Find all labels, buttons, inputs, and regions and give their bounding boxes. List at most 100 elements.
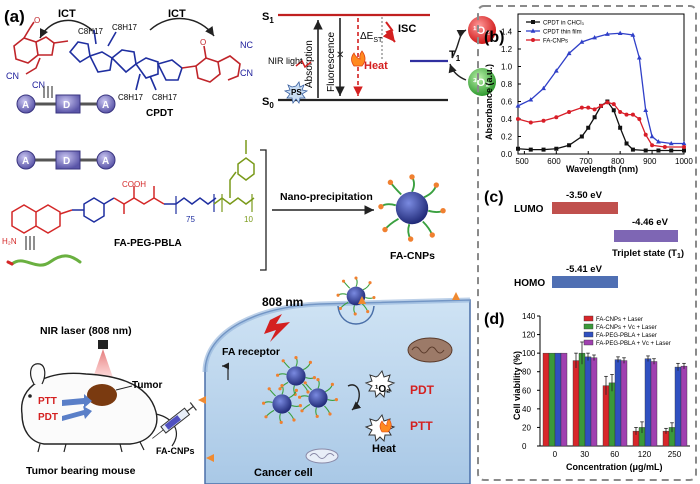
- cell-caption: Cancer cell: [254, 467, 313, 479]
- b-point: [624, 112, 629, 117]
- b-ytick-label: 0.6: [501, 98, 513, 107]
- b-point: [604, 31, 610, 36]
- b-point: [656, 148, 661, 153]
- b-point: [682, 145, 686, 149]
- panel-label-c: (c): [484, 189, 504, 206]
- b-point: [541, 85, 546, 91]
- cpdt-molecule: ICT ICT O CN CN C8H17 C8H17 C8H17 C8H17: [6, 8, 253, 119]
- b-point: [516, 146, 520, 151]
- svg-text:CN: CN: [240, 68, 253, 78]
- svg-text:O: O: [200, 38, 206, 47]
- b-point: [516, 117, 520, 121]
- laser-head-icon: [98, 340, 108, 349]
- mouse-pdt-label: PDT: [38, 412, 58, 423]
- d-bar: [674, 366, 682, 447]
- b-ytick-label: 1.4: [501, 28, 513, 37]
- b-ytick-label: 1.2: [501, 45, 513, 54]
- b-point: [567, 143, 572, 148]
- d-ytick-label: 60: [522, 386, 531, 395]
- b-series-line: [517, 101, 684, 148]
- d-category-label: 0: [553, 450, 558, 459]
- b-point: [643, 107, 649, 113]
- b-xtick-label: 900: [643, 157, 657, 166]
- d-ylabel: Cell viability (%): [512, 351, 522, 420]
- d-bar: [572, 360, 580, 447]
- bracket: [260, 149, 267, 271]
- b-point: [618, 110, 623, 114]
- product-label: FA-CNPs: [390, 250, 435, 262]
- b-xtick-label: 1000: [675, 157, 693, 166]
- polymer-name: FA-PEG-PBLA: [114, 238, 182, 249]
- b-point: [566, 50, 572, 56]
- chain-top-left: C8H17: [78, 27, 103, 36]
- pdt-arrow: [62, 406, 92, 421]
- d-ytick-label: 80: [522, 368, 531, 377]
- syringe-icon: [152, 402, 197, 439]
- d-ytick-label: 20: [522, 423, 531, 432]
- injection-label: FA-CNPs: [156, 446, 195, 456]
- b-point: [586, 125, 591, 130]
- d-bar: [560, 352, 568, 447]
- triplet-oxygen-ball: [468, 68, 496, 96]
- b-point: [586, 105, 591, 110]
- triplet-label: Triplet state (T1): [612, 248, 684, 260]
- b-point: [611, 108, 616, 113]
- b-point: [592, 107, 597, 112]
- b-point: [668, 140, 674, 146]
- homo-value: -5.41 eV: [566, 264, 603, 275]
- b-xtick-label: 800: [611, 157, 625, 166]
- receptor-label: FA receptor: [222, 346, 280, 358]
- b-point: [656, 139, 661, 144]
- ict-left-label: ICT: [58, 8, 76, 20]
- mitochondrion-icon: [407, 337, 453, 363]
- b-point: [682, 148, 686, 153]
- b-point: [617, 30, 623, 36]
- b-xtick-label: 500: [515, 157, 529, 166]
- b-ytick-label: 0.4: [501, 115, 513, 124]
- b-legend-label: CPDT thin film: [543, 30, 582, 36]
- b-ytick-label: 0.2: [501, 133, 513, 142]
- d-bar: [680, 365, 688, 447]
- laser-label: NIR laser (808 nm): [40, 325, 132, 337]
- svg-text:PS: PS: [291, 88, 302, 97]
- d-bar: [584, 356, 592, 447]
- b-point: [592, 115, 597, 120]
- d-category-label: 250: [668, 450, 682, 459]
- ps-star-icon: PS: [283, 81, 309, 104]
- d-xlabel: Concentration (μg/mL): [566, 462, 663, 472]
- mouse-body: [20, 372, 158, 445]
- triplet-bar: [614, 230, 678, 242]
- b-point: [528, 147, 533, 152]
- cell-ptt-label: PTT: [410, 419, 433, 433]
- tumor-mass: [87, 384, 117, 406]
- process-label: Nano-precipitation: [280, 191, 373, 203]
- ada-schematic-mid: A D A: [16, 150, 116, 170]
- cn-left: CN: [6, 71, 19, 81]
- b-point: [662, 145, 667, 149]
- d-bar: [608, 382, 616, 447]
- cell-singlet-o2: ¹O₂: [375, 384, 391, 395]
- d-bar: [650, 361, 658, 447]
- b-point: [624, 141, 629, 146]
- d-legend-label: FA-CNPs + Vc + Laser: [596, 325, 657, 331]
- t1-label: T1: [449, 49, 461, 63]
- d-legend-swatch: [583, 331, 594, 338]
- chain-bottom-left: C8H17: [118, 93, 143, 102]
- svg-text:A: A: [102, 100, 109, 111]
- triplet-value: -4.46 eV: [632, 217, 669, 228]
- b-xtick-label: 700: [579, 157, 593, 166]
- tumor-label: Tumor: [132, 380, 162, 391]
- h2n-label: H₂N: [2, 237, 17, 246]
- b-legend-label: FA-CNPs: [543, 39, 568, 45]
- panel-label-a: (a): [4, 7, 25, 26]
- b-point: [618, 125, 623, 130]
- d-bar: [644, 358, 652, 447]
- pbla-n: 10: [244, 215, 253, 224]
- d-category-label: 120: [638, 450, 652, 459]
- heat-label: Heat: [364, 60, 388, 72]
- dna-icon: [305, 448, 339, 464]
- polymer-squiggle-icon: [10, 254, 82, 267]
- b-ylabel: Absorbance (a.u.): [484, 64, 494, 140]
- lumo-bar: [552, 202, 618, 214]
- chain-top-right: C8H17: [112, 23, 137, 32]
